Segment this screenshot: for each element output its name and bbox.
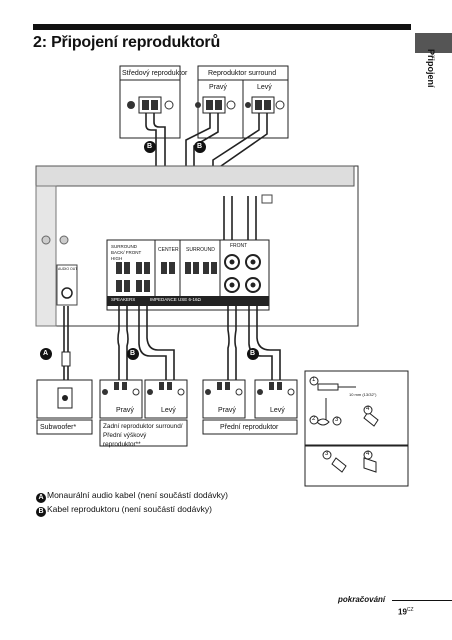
inset-stripping bbox=[304, 370, 409, 446]
badge-b-front bbox=[247, 348, 259, 360]
continued-label: pokračování bbox=[338, 595, 386, 604]
front-left-label: Levý bbox=[270, 407, 285, 414]
badge-b-top-2-text: B bbox=[197, 143, 203, 150]
legend-badge-b: B bbox=[36, 507, 46, 517]
rear-right-label: Pravý bbox=[116, 407, 134, 414]
inset-connection bbox=[304, 445, 409, 487]
inset-step-2 bbox=[309, 415, 319, 425]
inset-step-4 bbox=[363, 405, 373, 415]
inset-step-2-label: 2 bbox=[312, 416, 316, 422]
badge-b-rear bbox=[127, 348, 139, 360]
inset-step-4-label: 4 bbox=[366, 406, 370, 412]
badge-a bbox=[40, 348, 52, 360]
badge-b-rear-text: B bbox=[130, 350, 136, 357]
surround-left-label: Levý bbox=[257, 84, 272, 91]
inset-step-3b bbox=[322, 450, 332, 460]
rear-group-label: Zadní reproduktor surround/ Přední výško… bbox=[103, 423, 183, 448]
front-right-box bbox=[202, 379, 246, 419]
center-terminal bbox=[127, 96, 174, 114]
badge-b-top-1-text: B bbox=[147, 143, 153, 150]
surround-back-label: SURROUND BACK/ FRONT HIGH bbox=[111, 244, 142, 261]
footer-rule bbox=[392, 600, 452, 601]
front-left-box bbox=[254, 379, 298, 419]
badge-b-top-2 bbox=[194, 141, 206, 153]
inset-step-4b-label: 4 bbox=[366, 451, 370, 457]
legend-text-a: Monaurální audio kabel (není součástí do… bbox=[47, 490, 228, 500]
badge-a-text: A bbox=[43, 350, 49, 357]
legend-text-b: Kabel reproduktoru (není součástí dodávk… bbox=[47, 504, 212, 514]
badge-b-front-text: B bbox=[250, 350, 256, 357]
receiver-impedance-label: IMPEDANCE USE 6-16Ω bbox=[150, 297, 201, 302]
receiver-surround-label: SURROUND bbox=[186, 247, 215, 253]
receiver-front-label: FRONT bbox=[230, 243, 248, 249]
inset-strip-length: 10 mm (13/32") bbox=[349, 392, 377, 397]
page-number-value: 19 bbox=[398, 607, 407, 617]
front-right-label: Pravý bbox=[218, 407, 236, 414]
subwoofer-jack bbox=[61, 287, 73, 299]
inset-step-3-label: 3 bbox=[335, 417, 339, 423]
surround-speaker-label: Reproduktor surround bbox=[208, 70, 277, 77]
inset-step-1 bbox=[309, 376, 319, 386]
page-title: 2: Připojení reproduktorů bbox=[33, 34, 221, 51]
inset-step-1-label: 1 bbox=[312, 377, 316, 383]
side-tab-marker bbox=[415, 33, 452, 53]
receiver-speakers-label: SPEAKERS bbox=[111, 297, 136, 302]
center-speaker-label: Středový reproduktor bbox=[122, 70, 188, 77]
receiver-audio-out-label: AUDIO OUT bbox=[58, 267, 78, 271]
badge-b-top-1 bbox=[144, 141, 156, 153]
receiver-center-label: CENTER bbox=[158, 247, 179, 253]
top-rule bbox=[33, 24, 411, 30]
rear-left-label: Levý bbox=[161, 407, 176, 414]
rear-right-box bbox=[99, 379, 143, 419]
inset-step-4b bbox=[363, 450, 373, 460]
front-group-label: Přední reproduktor bbox=[220, 424, 279, 431]
inset-step-3 bbox=[332, 416, 342, 426]
inset-step-3b-label: 3 bbox=[325, 451, 329, 457]
surround-right-label: Pravý bbox=[209, 84, 227, 91]
legend-badge-a: A bbox=[36, 493, 46, 503]
page-number: 19CZ bbox=[398, 607, 414, 617]
subwoofer-label: Subwoofer* bbox=[40, 424, 77, 431]
page-number-suffix: CZ bbox=[406, 607, 414, 613]
surround-right-terminal bbox=[195, 96, 236, 114]
surround-left-terminal bbox=[245, 96, 285, 114]
rear-left-box bbox=[144, 379, 188, 419]
subwoofer-box bbox=[36, 379, 93, 419]
